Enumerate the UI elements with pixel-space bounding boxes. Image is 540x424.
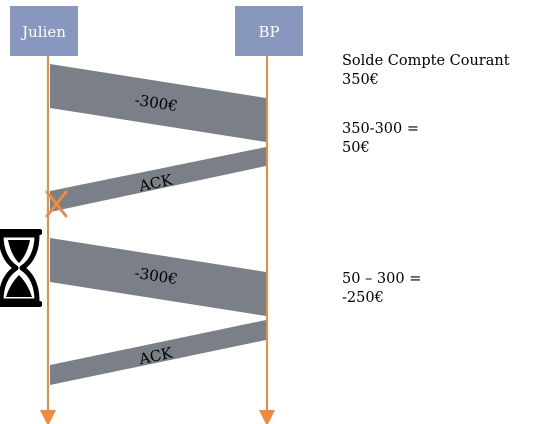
message-band-1 [50, 64, 266, 142]
calculation-note-1: 350-300 = 50€ [342, 120, 419, 158]
calculation-2-line-2: -250€ [342, 290, 384, 306]
calculation-1-line-2: 50€ [342, 140, 370, 156]
actor-bp: BP [235, 6, 303, 56]
message-band-2 [50, 147, 266, 212]
message-band-4 [50, 320, 266, 385]
balance-note: Solde Compte Courant 350€ [342, 52, 510, 90]
balance-title: Solde Compte Courant [342, 53, 510, 69]
calculation-note-2: 50 – 300 = -250€ [342, 270, 421, 308]
balance-value: 350€ [342, 72, 379, 88]
actor-bp-label: BP [258, 23, 279, 41]
actor-julien-label: Julien [20, 23, 66, 41]
hourglass-icon [0, 229, 42, 307]
cross-icon [45, 190, 68, 218]
message-band-3 [50, 238, 266, 316]
actor-julien: Julien [10, 6, 78, 56]
calculation-1-line-1: 350-300 = [342, 121, 420, 137]
calculation-2-line-1: 50 – 300 = [342, 271, 422, 287]
